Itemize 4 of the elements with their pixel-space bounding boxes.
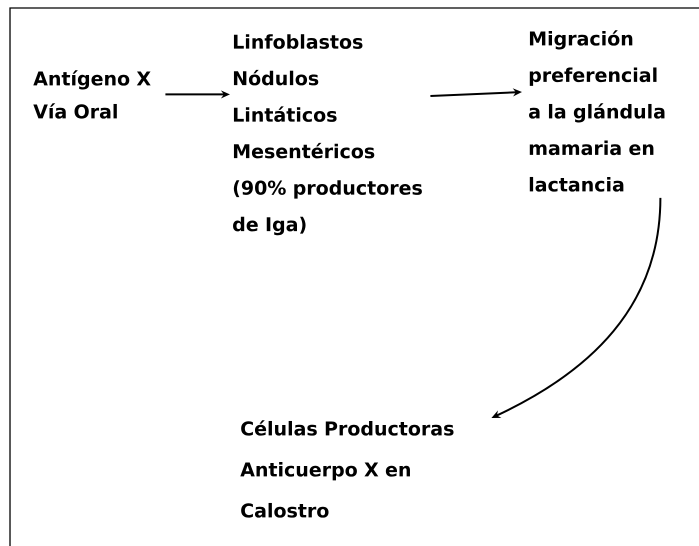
step-text: Migración preferencial a la glándula mamaria en lactancia: [529, 30, 664, 192]
step-text: Linfoblastos Nódulos Lintáticos Mesentéricos (90% productores de Iga): [233, 34, 422, 236]
step-text: Células Productoras Anticuerpo X en Calostro: [240, 420, 454, 518]
step-text: Antígeno X Vía Oral: [33, 70, 151, 119]
